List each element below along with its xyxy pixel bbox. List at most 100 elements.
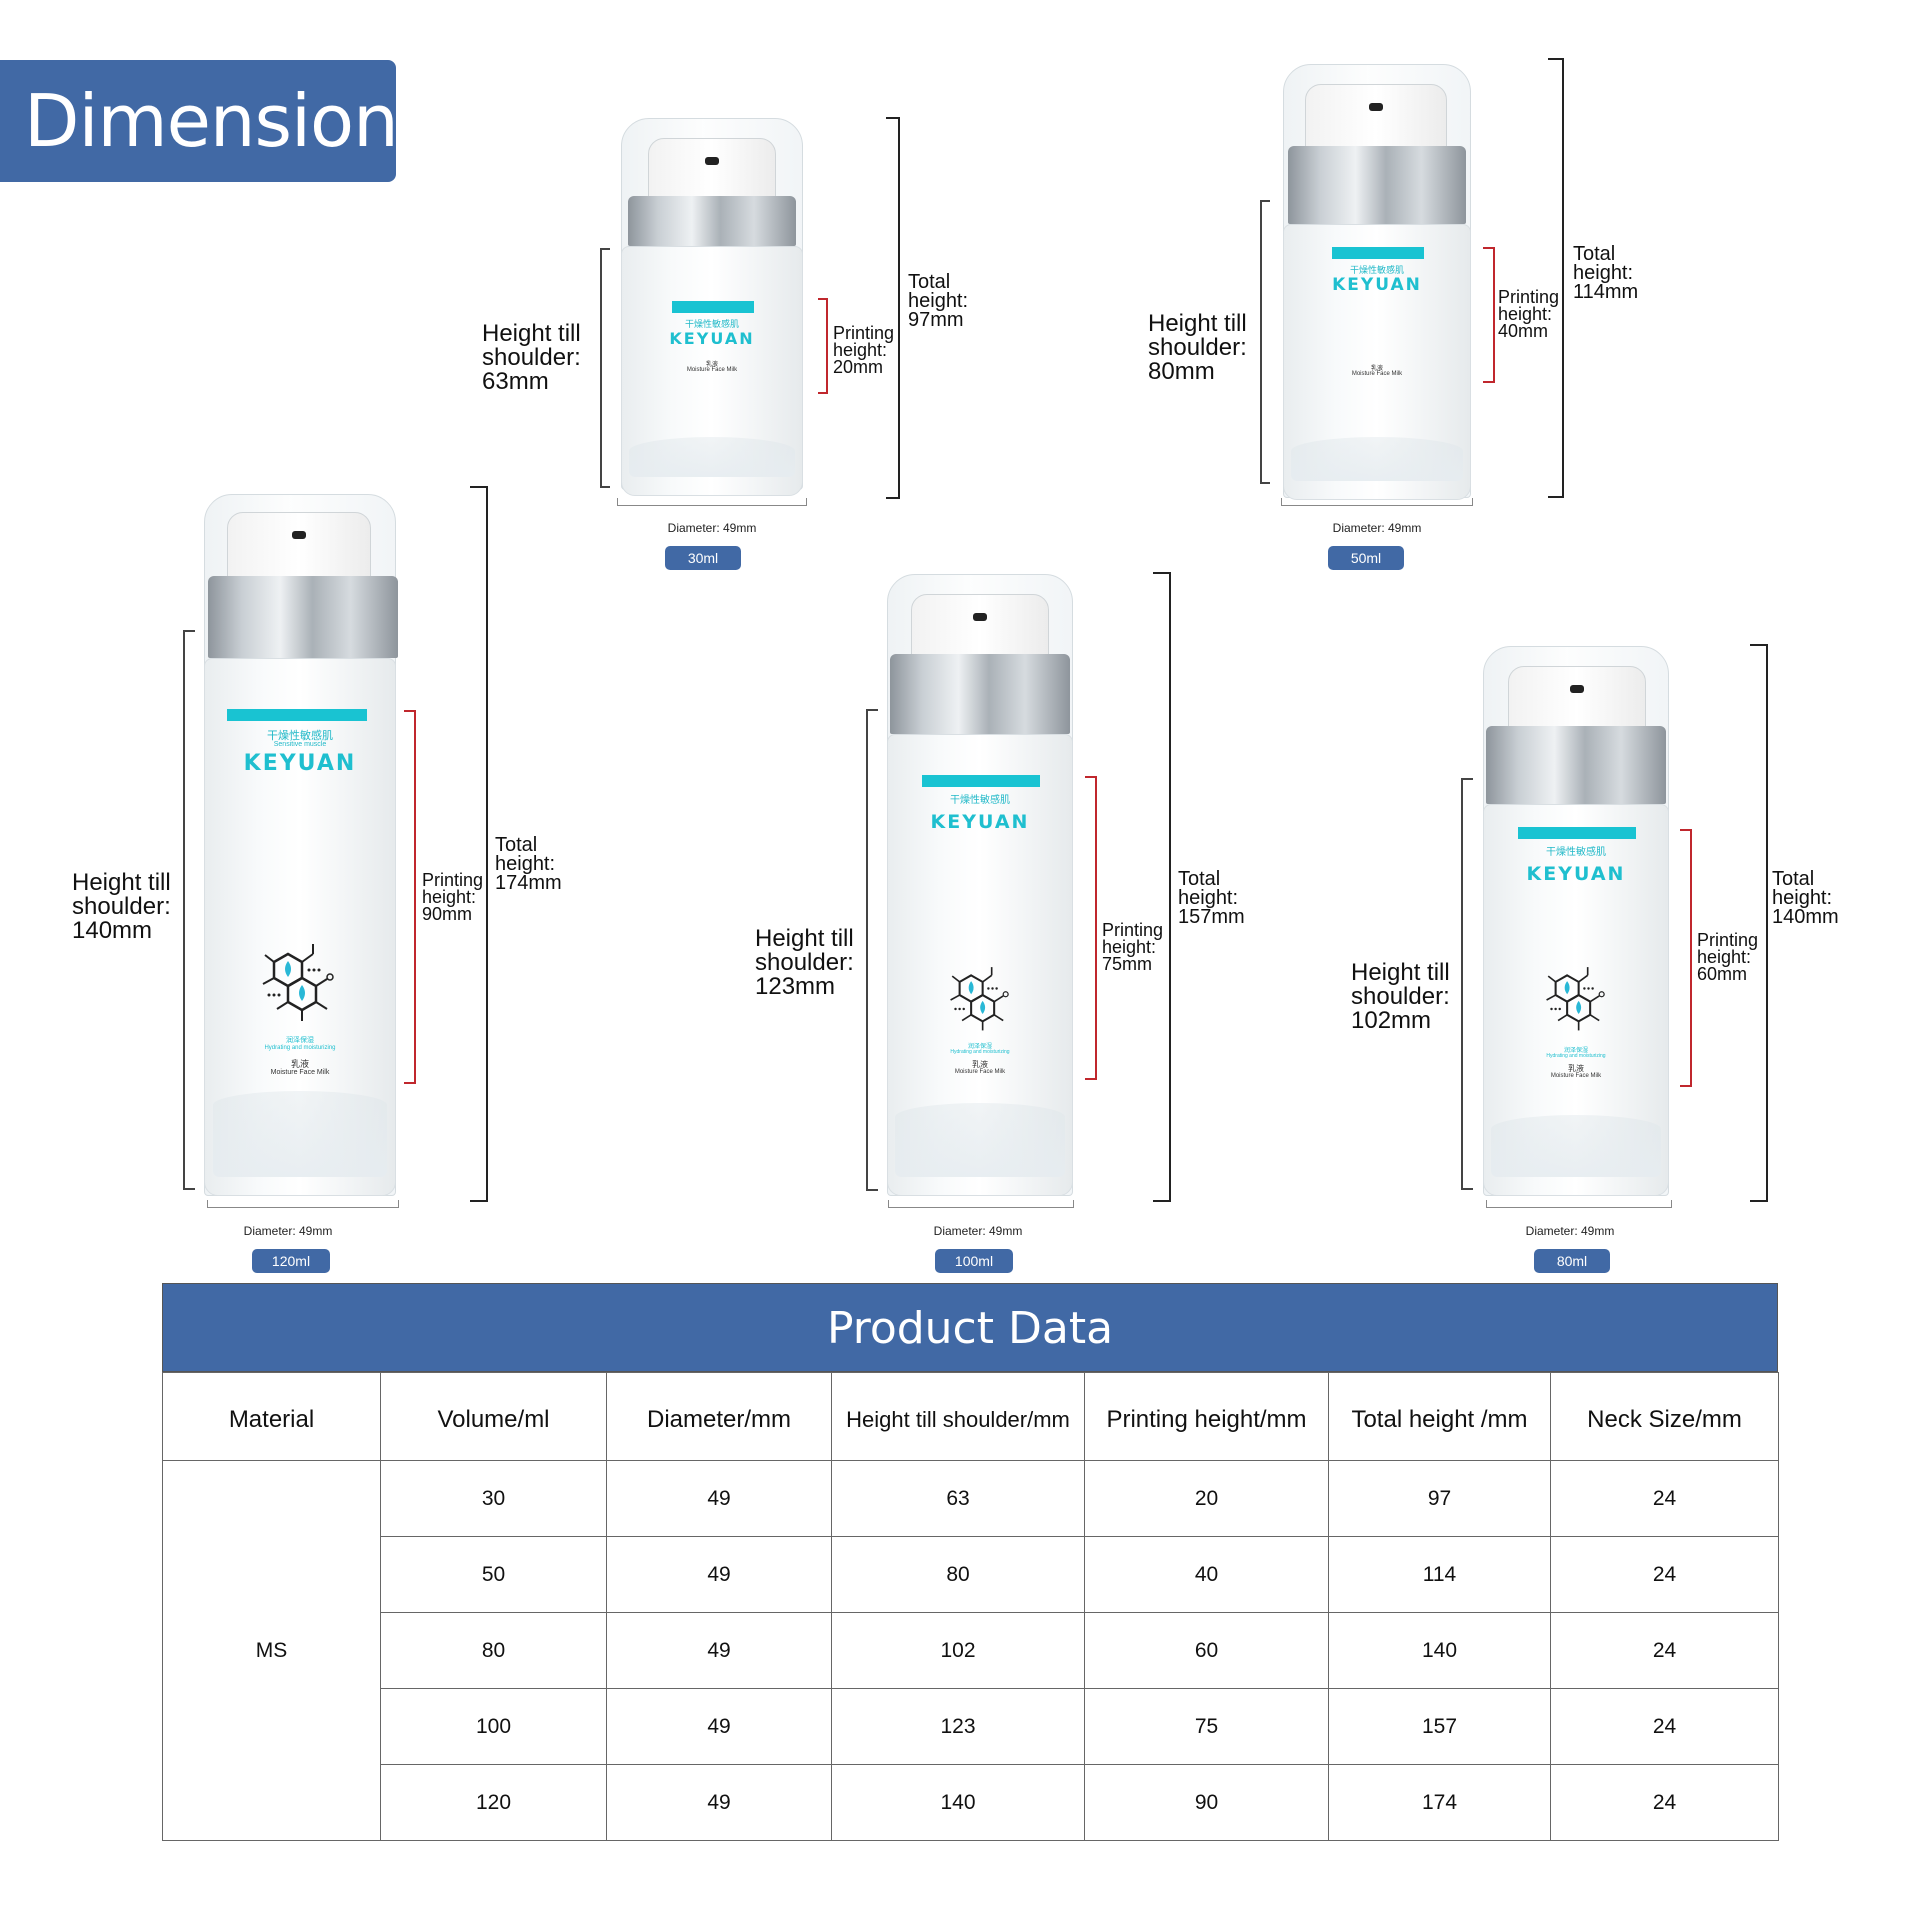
pump-head bbox=[911, 594, 1049, 662]
table-row: 80 49 102 60 140 24 bbox=[163, 1612, 1779, 1689]
table-cell: 90 bbox=[1084, 1764, 1329, 1841]
printing-bracket bbox=[1680, 829, 1692, 1087]
total-height-label: Total height:97mm bbox=[908, 271, 969, 331]
column-header: Volume/ml bbox=[380, 1372, 607, 1461]
diameter-bracket bbox=[617, 498, 807, 506]
label-sub-en: Hydrating and moisturizing bbox=[1546, 1053, 1606, 1059]
table-cell: 140 bbox=[1328, 1612, 1551, 1689]
molecule-icon bbox=[950, 967, 1009, 1031]
total-height-label: Total height:174mm bbox=[495, 834, 562, 894]
volume-badge: 50ml bbox=[1328, 546, 1404, 570]
column-header: Neck Size/mm bbox=[1550, 1372, 1779, 1461]
diameter-bracket bbox=[207, 1200, 399, 1208]
pump-head bbox=[227, 512, 371, 582]
label-cn-product: 乳液 bbox=[1568, 1064, 1584, 1073]
label-cn-title: 干燥性敏感肌 bbox=[950, 795, 1010, 806]
silver-collar bbox=[208, 576, 398, 658]
label-cn-title: 干燥性敏感肌 bbox=[1349, 265, 1404, 275]
silver-collar bbox=[890, 654, 1070, 734]
label-brand: KEYUAN bbox=[1332, 275, 1422, 295]
table-cell: 80 bbox=[831, 1536, 1085, 1613]
diameter-label: Diameter: 49mm bbox=[667, 521, 757, 535]
diameter-bracket bbox=[1486, 1200, 1672, 1208]
label-subtitle: Sensitive muscle bbox=[273, 741, 327, 748]
total-height-label: Total height:140mm bbox=[1772, 868, 1839, 928]
bottle-body: 干燥性敏感肌 KEYUAN 乳液 Moisture Face Milk bbox=[621, 246, 803, 496]
table-cell: 20 bbox=[1084, 1460, 1329, 1537]
volume-badge: 120ml bbox=[252, 1249, 330, 1273]
column-header: Diameter/mm bbox=[606, 1372, 832, 1461]
page-title: Dimension: bbox=[0, 60, 422, 182]
column-header: Material bbox=[162, 1372, 381, 1461]
table-cell: 157 bbox=[1328, 1688, 1551, 1765]
table-cell: 24 bbox=[1550, 1536, 1779, 1613]
label-product-en: Moisture Face Milk bbox=[954, 1069, 1006, 1075]
table-cell: 49 bbox=[606, 1536, 832, 1613]
printing-bracket bbox=[818, 298, 828, 394]
table-cell: 123 bbox=[831, 1688, 1085, 1765]
table-cell: 49 bbox=[606, 1460, 832, 1537]
table-cell: 50 bbox=[380, 1536, 607, 1613]
label-stripe bbox=[1332, 247, 1424, 259]
shoulder-bracket bbox=[866, 709, 878, 1191]
diameter-bracket bbox=[888, 1200, 1074, 1208]
molecule-icon bbox=[1546, 967, 1605, 1031]
table-cell: 140 bbox=[831, 1764, 1085, 1841]
table-row: 120 49 140 90 174 24 bbox=[163, 1764, 1779, 1841]
shoulder-bracket bbox=[1260, 200, 1270, 484]
label-product-en: Moisture Face Milk bbox=[1550, 1073, 1602, 1079]
table-cell: 75 bbox=[1084, 1688, 1329, 1765]
label-cn-sub: 润泽保湿 bbox=[1563, 1048, 1588, 1054]
product-data-table: Product Data Material Volume/ml Diameter… bbox=[162, 1283, 1779, 1841]
label-sub-en: Hydrating and moisturizing bbox=[264, 1045, 336, 1051]
table-row: MS 30 49 63 20 97 24 bbox=[162, 1460, 1779, 1841]
pump-head bbox=[1508, 666, 1646, 734]
table-cell: 24 bbox=[1550, 1612, 1779, 1689]
label-cn-title: 干燥性敏感肌 bbox=[1546, 847, 1606, 858]
diameter-bracket bbox=[1281, 498, 1473, 506]
table-row: 50 49 80 40 114 24 bbox=[163, 1536, 1779, 1613]
total-bracket bbox=[1153, 572, 1171, 1202]
shoulder-bracket bbox=[183, 630, 195, 1190]
shoulder-bracket bbox=[1461, 778, 1473, 1190]
table-cell: 30 bbox=[380, 1460, 607, 1537]
table-cell: 24 bbox=[1550, 1688, 1779, 1765]
table-cell: 102 bbox=[831, 1612, 1085, 1689]
table-cell: 40 bbox=[1084, 1536, 1329, 1613]
table-row: 100 49 123 75 157 24 bbox=[163, 1688, 1779, 1765]
table-cell: 24 bbox=[1550, 1460, 1779, 1537]
label-stripe bbox=[1518, 827, 1636, 839]
bottle-body: 干燥性敏感肌 KEYUAN 润泽保湿 Hydrating and moistur… bbox=[887, 734, 1073, 1196]
total-height-label: Total height:114mm bbox=[1573, 243, 1639, 303]
total-bracket bbox=[1548, 58, 1564, 498]
label-brand: KEYUAN bbox=[1526, 863, 1626, 885]
label-brand: KEYUAN bbox=[930, 811, 1030, 833]
printing-bracket bbox=[1085, 776, 1097, 1080]
molecule-icon bbox=[262, 944, 334, 1021]
column-header: Total height /mm bbox=[1328, 1372, 1551, 1461]
table-cell: 97 bbox=[1328, 1460, 1551, 1537]
diameter-label: Diameter: 49mm bbox=[243, 1224, 333, 1238]
label-cn-product: 乳液 bbox=[290, 1059, 309, 1069]
printing-bracket bbox=[404, 710, 416, 1084]
pump-head bbox=[648, 138, 776, 200]
silver-collar bbox=[1288, 146, 1466, 224]
volume-badge: 80ml bbox=[1534, 1249, 1610, 1273]
table-cell: 114 bbox=[1328, 1536, 1551, 1613]
label-cn-title: 干燥性敏感肌 bbox=[684, 319, 739, 329]
total-bracket bbox=[1750, 644, 1768, 1202]
label-stripe bbox=[922, 775, 1040, 787]
diameter-label: Diameter: 49mm bbox=[1332, 521, 1422, 535]
label-stripe bbox=[672, 301, 754, 313]
label-cn-sub: 润泽保湿 bbox=[286, 1037, 314, 1044]
label-stripe bbox=[227, 709, 367, 721]
table-cell: 174 bbox=[1328, 1764, 1551, 1841]
shoulder-bracket bbox=[600, 248, 610, 488]
material-cell: MS bbox=[162, 1460, 381, 1841]
silver-collar bbox=[1486, 726, 1666, 804]
